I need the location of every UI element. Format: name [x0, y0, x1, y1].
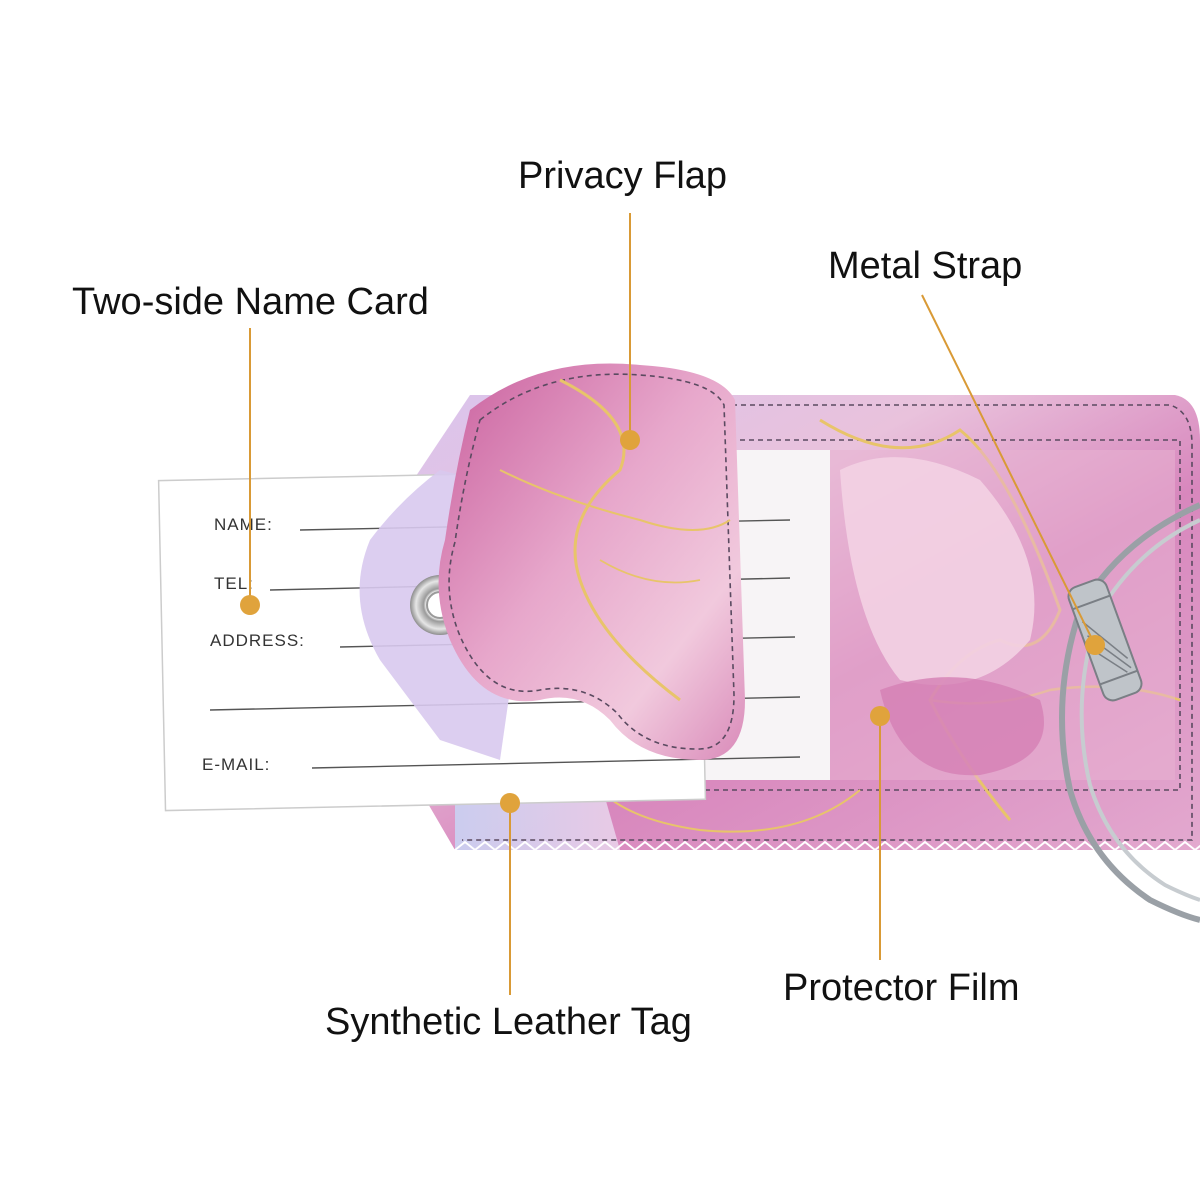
label-protector-film: Protector Film [783, 967, 1020, 1009]
dot-privacy-flap [620, 430, 640, 450]
metal-strap [1059, 502, 1200, 923]
card-field-tel: TEL: [214, 574, 254, 593]
card-field-email: E-MAIL: [202, 755, 270, 774]
card-field-name: NAME: [214, 515, 273, 534]
dot-name-card [240, 595, 260, 615]
dot-metal-strap [1085, 635, 1105, 655]
dot-leather-tag [500, 793, 520, 813]
label-privacy-flap: Privacy Flap [518, 155, 728, 197]
label-name-card: Two-side Name Card [72, 281, 429, 323]
label-metal-strap: Metal Strap [828, 245, 1023, 287]
dot-protector-film [870, 706, 890, 726]
card-field-address: ADDRESS: [210, 631, 305, 650]
label-leather-tag: Synthetic Leather Tag [325, 1001, 692, 1043]
callout-leaders [240, 213, 1105, 995]
leader-metal-strap [921, 294, 1096, 646]
privacy-flap [438, 363, 745, 760]
